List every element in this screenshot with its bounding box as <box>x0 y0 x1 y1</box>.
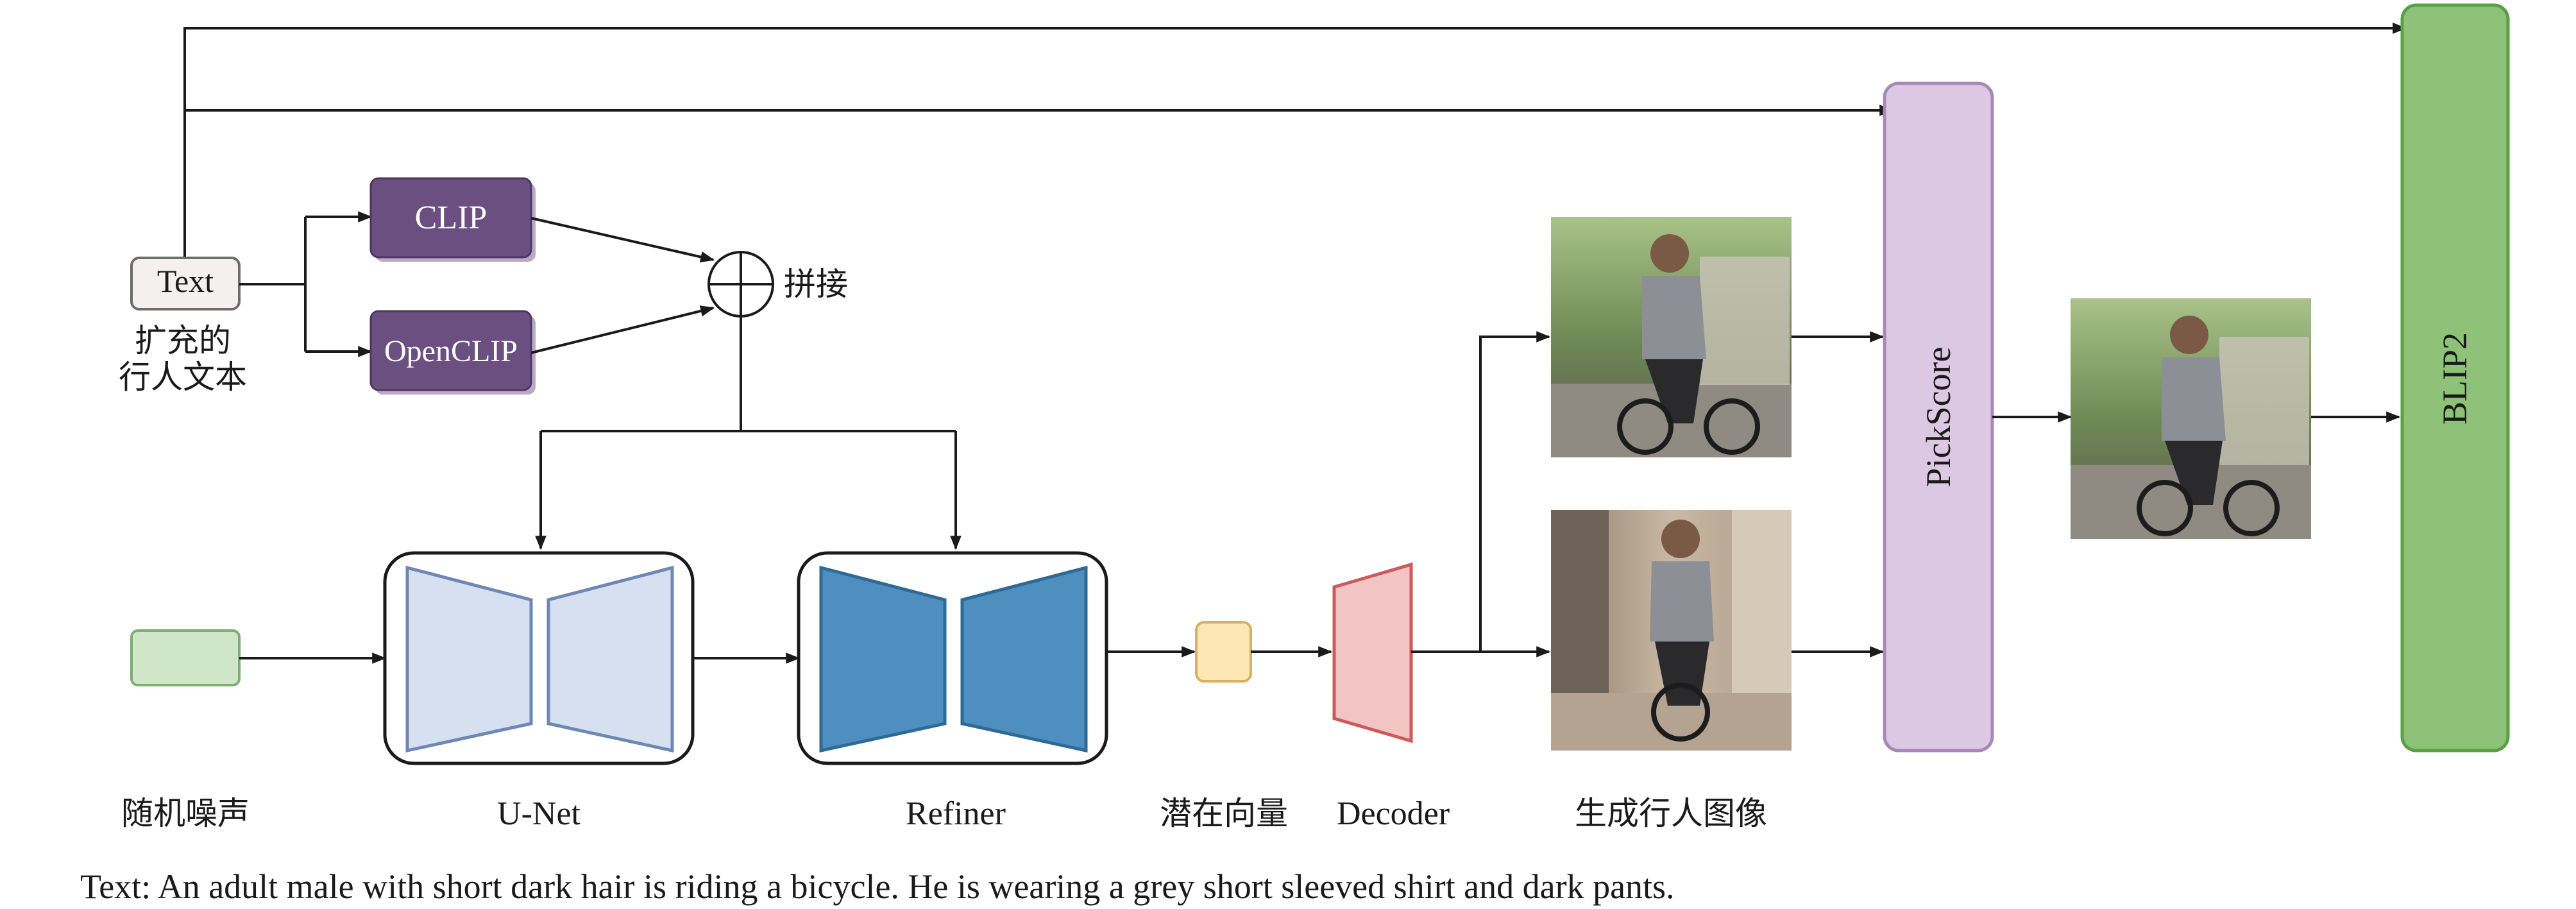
generated-label: 生成行人图像 <box>1575 795 1767 832</box>
refiner-block <box>797 551 1108 765</box>
concat-label: 拼接 <box>784 266 848 303</box>
text-desc-line2: 行人文本 <box>119 359 247 396</box>
concat-to-denoisers-arrows <box>535 316 962 550</box>
generated-image-2 <box>1551 510 1792 751</box>
selected-image <box>2071 298 2311 539</box>
decoder-label: Decoder <box>1337 795 1450 832</box>
noise-node <box>130 629 241 686</box>
blip2-label: BLIP2 <box>2436 332 2474 425</box>
text-to-encoders-arrows <box>239 211 373 357</box>
text-desc-line1: 扩充的 <box>135 322 231 359</box>
openclip-encoder: OpenCLIP <box>369 310 536 395</box>
images-to-pickscore-arrows <box>1792 331 1885 658</box>
text-skip-connections <box>183 22 2407 263</box>
generated-image-1 <box>1551 217 1792 457</box>
clip-encoder: CLIP <box>369 177 536 262</box>
concat-node <box>708 251 774 318</box>
unet-block <box>383 551 695 765</box>
latent-label: 潜在向量 <box>1160 795 1288 832</box>
clip-label: CLIP <box>415 200 487 236</box>
decoder-block <box>1332 562 1413 743</box>
latent-node <box>1195 621 1252 683</box>
refiner-label: Refiner <box>906 795 1006 832</box>
noise-label: 随机噪声 <box>121 795 250 832</box>
encoders-to-concat-arrows <box>530 217 715 354</box>
unet-label: U-Net <box>497 795 581 832</box>
openclip-label: OpenCLIP <box>384 334 518 368</box>
caption-text: Text: An adult male with short dark hair… <box>80 867 1675 906</box>
text-node: Text <box>130 257 241 310</box>
pickscore-block: PickScore <box>1883 81 1994 752</box>
decoder-to-images-arrows <box>1411 331 1551 658</box>
blip2-block: BLIP2 <box>2400 3 2510 752</box>
pickscore-label: PickScore <box>1919 347 1958 488</box>
text-node-label: Text <box>157 263 214 299</box>
